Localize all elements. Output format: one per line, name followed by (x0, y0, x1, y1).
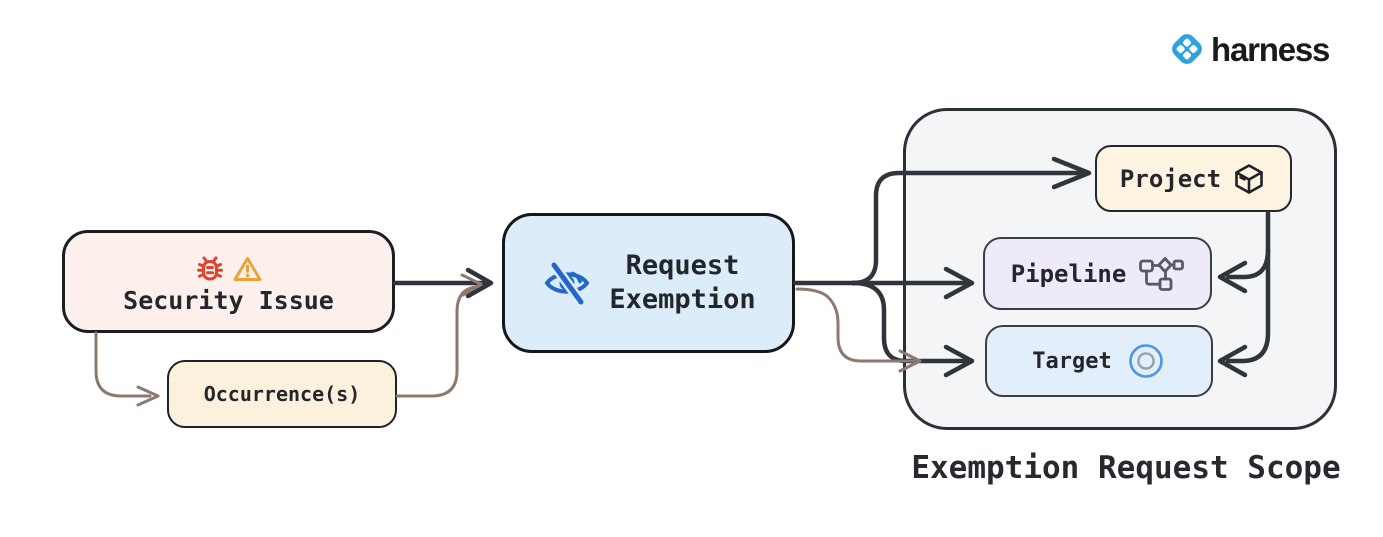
pipeline-icon (1139, 256, 1185, 291)
target-icon (1128, 344, 1163, 378)
node-target: Target (985, 325, 1213, 397)
brand-name: harness (1211, 30, 1330, 68)
edge-security-to-request (392, 267, 494, 299)
security-issue-icons (195, 253, 263, 285)
request-exemption-label-line1: Request (625, 250, 740, 282)
node-project: Project (1095, 145, 1292, 212)
edge-request-to-target-occurrence (795, 287, 922, 373)
project-label: Project (1119, 164, 1222, 193)
warning-icon (233, 256, 261, 281)
edge-security-to-occurrences (94, 331, 160, 407)
node-security-issue: Security Issue (62, 230, 395, 333)
node-request-exemption: Request Exemption (502, 213, 795, 353)
bug-icon (196, 256, 223, 281)
exemption-scope-label: Exemption Request Scope (911, 450, 1341, 486)
request-exemption-label-line2: Exemption (609, 284, 756, 315)
target-label: Target (1032, 348, 1112, 374)
security-issue-label: Security Issue (123, 285, 334, 315)
node-pipeline: Pipeline (983, 237, 1212, 310)
harness-logo-icon (1172, 34, 1202, 64)
edge-occurrences-to-request (395, 273, 483, 398)
brand-logo: harness (1167, 29, 1330, 69)
package-icon (1235, 163, 1263, 194)
eye-off-icon (544, 260, 590, 307)
occurrences-label: Occurrence(s) (203, 382, 361, 406)
pipeline-label: Pipeline (1010, 259, 1127, 288)
node-occurrences: Occurrence(s) (167, 360, 397, 428)
